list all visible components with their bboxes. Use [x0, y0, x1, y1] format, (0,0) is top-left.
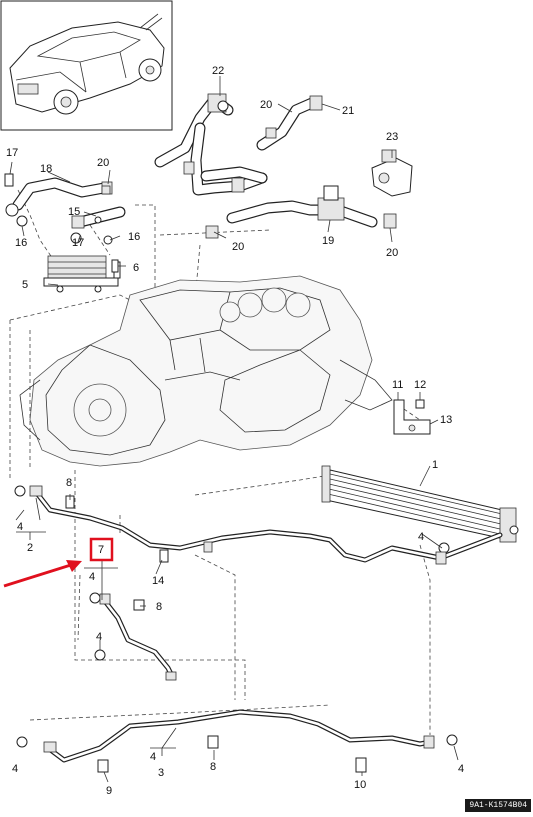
engine-transmission-block: [19, 275, 393, 467]
callout-20-b: 20: [260, 99, 272, 111]
callout-20-c: 20: [232, 241, 244, 253]
callout-21: 21: [342, 105, 354, 117]
callout-17-a: 17: [6, 147, 18, 159]
callout-7: 7: [98, 544, 104, 556]
coolant-hose-19: [205, 185, 397, 239]
callout-23: 23: [386, 131, 398, 143]
callout-12: 12: [414, 379, 426, 391]
coolant-hose-18: [5, 177, 113, 217]
callout-15: 15: [68, 206, 80, 218]
callout-13: 13: [440, 414, 452, 426]
car-illustration: [9, 13, 165, 115]
callout-22: 22: [212, 65, 224, 77]
callout-4-e: 4: [12, 763, 18, 775]
oil-cooler-5: [43, 255, 121, 293]
callout-4-f: 4: [458, 763, 464, 775]
document-code: 9A1-K1574B04: [465, 799, 531, 812]
coolant-hose-21: [256, 95, 323, 151]
bracket-13: [393, 399, 431, 435]
callout-19: 19: [322, 235, 334, 247]
callout-9: 9: [106, 785, 112, 797]
coolant-hose-22-assembly: [154, 93, 268, 196]
highlight-box: [89, 537, 114, 562]
red-arrowhead: [66, 560, 82, 572]
callout-16-b: 16: [128, 231, 140, 243]
callout-4-b: 4: [89, 571, 95, 583]
leader-lines: [9, 76, 459, 783]
callout-1: 1: [432, 459, 438, 471]
callout-11: 11: [392, 379, 403, 391]
oil-line-2: [29, 485, 503, 565]
callout-20-d: 20: [386, 247, 398, 259]
callout-6: 6: [133, 262, 139, 274]
callout-4-g: 4: [418, 531, 424, 543]
oil-line-3: [43, 709, 435, 763]
callout-10: 10: [354, 779, 366, 791]
oil-line-7: [99, 593, 177, 681]
red-pointer-arrow: [3, 562, 75, 588]
callout-8-b: 8: [156, 601, 162, 613]
callout-5: 5: [22, 279, 28, 291]
callout-numbers: 1 2 3 4 4 4 4 4 4 4 5 6 7 8 8 8 9 10 11 …: [6, 65, 464, 797]
callout-4-c: 4: [96, 631, 102, 643]
callout-17-b: 17: [72, 237, 84, 249]
callout-18: 18: [40, 163, 52, 175]
callout-8-a: 8: [66, 477, 72, 489]
coolant-pipe-15: [71, 206, 126, 229]
callout-3: 3: [158, 767, 164, 779]
vehicle-locator-inset: [0, 0, 173, 131]
callout-2: 2: [27, 542, 33, 554]
callout-8-c: 8: [210, 761, 216, 773]
callout-4-d: 4: [150, 751, 156, 763]
callout-16-a: 16: [15, 237, 27, 249]
part-7-highlight: [3, 537, 114, 588]
coolant-flange-23: [371, 149, 413, 197]
callout-20-a: 20: [97, 157, 109, 169]
callout-14: 14: [152, 575, 164, 587]
callout-4-a: 4: [17, 521, 23, 533]
transmission-oil-cooler-1: [321, 465, 519, 543]
